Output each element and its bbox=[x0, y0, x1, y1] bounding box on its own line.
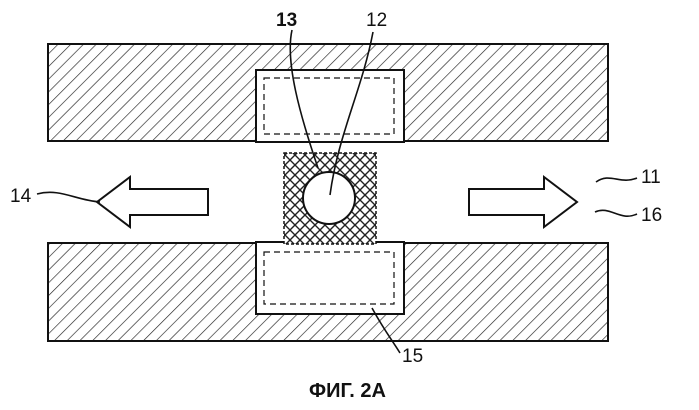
bottom-cavity bbox=[256, 242, 404, 314]
label-13: 13 bbox=[276, 10, 297, 31]
label-15: 15 bbox=[402, 346, 423, 367]
figure-caption: ФИГ. 2А bbox=[309, 380, 386, 402]
bottom-plate bbox=[48, 242, 608, 341]
label-12: 12 bbox=[366, 10, 387, 31]
leader-16 bbox=[595, 210, 637, 216]
top-cavity bbox=[256, 70, 404, 142]
sphere bbox=[303, 172, 355, 224]
right-arrow bbox=[469, 177, 577, 227]
label-14: 14 bbox=[10, 186, 32, 207]
leader-11 bbox=[596, 178, 637, 182]
leader-14 bbox=[37, 192, 100, 202]
label-16: 16 bbox=[641, 205, 662, 226]
top-plate bbox=[48, 44, 608, 142]
left-arrow bbox=[97, 177, 208, 227]
label-11: 11 bbox=[641, 167, 661, 188]
